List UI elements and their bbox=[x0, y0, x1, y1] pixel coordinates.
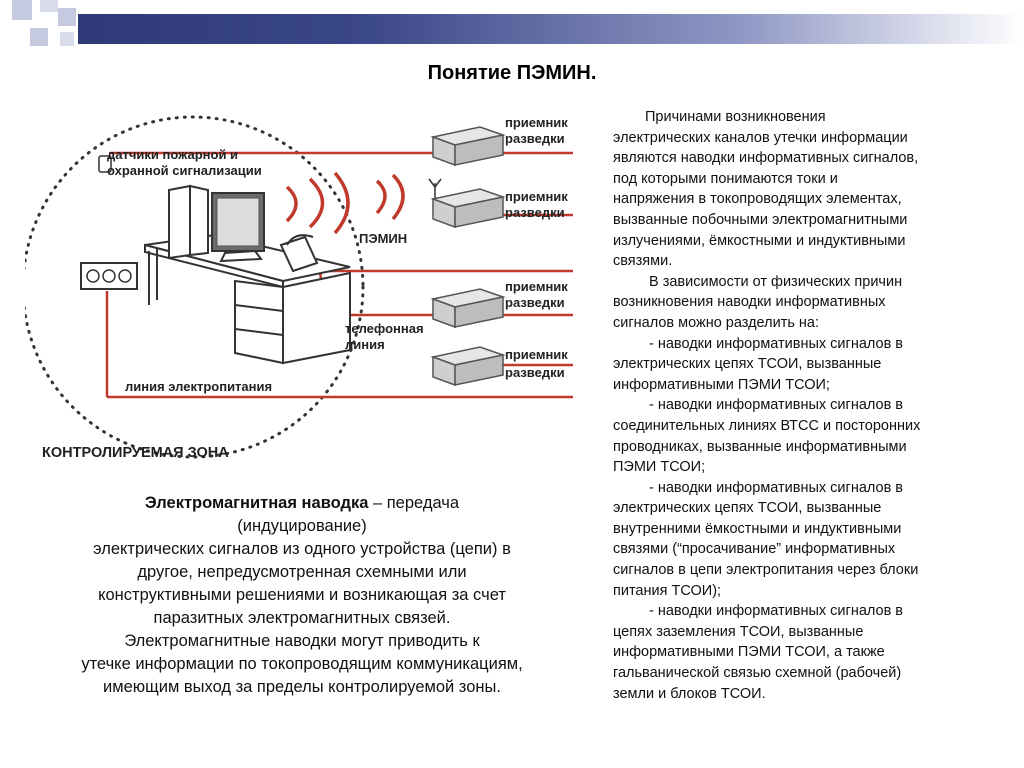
causes-line: сигналов можно разделить на: bbox=[613, 314, 820, 331]
causes-line: электрических цепях ТСОИ, вызванные bbox=[613, 356, 882, 373]
causes-line: информативными ПЭМИ ТСОИ, а также bbox=[613, 644, 885, 661]
receiver-label: разведки bbox=[505, 205, 565, 220]
definition-line: паразитных электромагнитных связей. bbox=[153, 609, 451, 627]
sensor-label: охранной сигнализации bbox=[107, 163, 262, 178]
signal-lines bbox=[105, 151, 573, 399]
causes-line: питания ТСОИ); bbox=[613, 582, 722, 599]
causes-line: - наводки информативных сигналов в bbox=[649, 335, 904, 352]
receiver-icon bbox=[430, 126, 506, 167]
causes-line: - наводки информативных сигналов в bbox=[649, 397, 904, 414]
causes-line: Причинами возникновения bbox=[645, 109, 826, 125]
header-square bbox=[12, 0, 32, 20]
definition-term: Электромагнитная наводка bbox=[144, 494, 369, 512]
header-decoration bbox=[0, 0, 1024, 48]
phone-icon bbox=[279, 234, 319, 273]
pemin-label: ПЭМИН bbox=[359, 231, 407, 246]
definition-line: Электромагнитные наводки могут приводить… bbox=[124, 632, 480, 650]
receiver-icon bbox=[430, 288, 506, 329]
header-square bbox=[58, 8, 76, 26]
pemin-diagram: датчики пожарной и охранной сигнализации… bbox=[25, 115, 573, 461]
causes-line: являются наводки информативных сигналов, bbox=[613, 150, 919, 167]
definition-term-tail: – передача bbox=[368, 494, 460, 512]
causes-line: сигналов в цепи электропитания через бло… bbox=[613, 562, 919, 579]
header-square bbox=[30, 28, 48, 46]
causes-text: Причинами возникновения электрических кан… bbox=[613, 107, 1013, 704]
definition-line: имеющим выход за пределы контролируемой … bbox=[103, 678, 501, 696]
definition-lines: (индуцирование) электрических сигналов из… bbox=[28, 515, 576, 699]
definition-line: электрических сигналов из одного устройс… bbox=[93, 540, 511, 558]
sensor-icon bbox=[98, 155, 112, 173]
definition-line: конструктивными решениями и возникающая … bbox=[98, 586, 506, 604]
causes-line: под которыми понимаются токи и bbox=[613, 170, 838, 187]
causes-line: возникновения наводки информативных bbox=[613, 294, 886, 311]
causes-line: проводниках, вызванные информативными bbox=[613, 438, 907, 455]
causes-line: электрических цепях ТСОИ, вызванные bbox=[613, 500, 882, 517]
receiver-label: приемник bbox=[505, 279, 568, 294]
causes-line: напряжения в токопроводящих элементах, bbox=[613, 191, 902, 208]
causes-line: В зависимости от физических причин bbox=[649, 273, 903, 290]
definition-line: Электромагнитная наводка – передача bbox=[28, 492, 576, 515]
sensor-label: датчики пожарной и bbox=[107, 147, 238, 162]
causes-line: связями (“просачивание” информативных bbox=[613, 541, 896, 558]
causes-line: излучениями, ёмкостными и индуктивными bbox=[613, 232, 906, 249]
definition-line: (индуцирование) bbox=[237, 517, 367, 535]
definition-line: утечке информации по токопроводящим комм… bbox=[81, 655, 523, 673]
receiver-label: приемник bbox=[505, 115, 568, 130]
header-band bbox=[78, 14, 1024, 44]
causes-line: гальванической связью схемной (рабочей) bbox=[613, 665, 902, 682]
phone-line-label: линия bbox=[345, 337, 385, 352]
phone-line-label: телефонная bbox=[345, 321, 424, 336]
receiver-label: приемник bbox=[505, 189, 568, 204]
receiver-icon bbox=[430, 188, 506, 229]
causes-line: информативными ПЭМИ ТСОИ; bbox=[613, 376, 830, 393]
receiver-icon bbox=[430, 346, 506, 387]
controlled-zone-label: КОНТРОЛИРУЕМАЯ ЗОНА bbox=[42, 445, 229, 461]
causes-line: цепях заземления ТСОИ, вызванные bbox=[613, 623, 864, 640]
slide-title: Понятие ПЭМИН. bbox=[427, 62, 597, 84]
causes-line: вызванные побочными электромагнитными bbox=[613, 211, 908, 228]
emission-waves bbox=[285, 171, 405, 235]
receiver-label: разведки bbox=[505, 131, 565, 146]
power-socket-icon bbox=[80, 262, 138, 290]
causes-line: земли и блоков ТСОИ. bbox=[613, 685, 766, 702]
causes-line: - наводки информативных сигналов в bbox=[649, 479, 904, 496]
computer-icon bbox=[168, 184, 265, 263]
header-square bbox=[40, 0, 58, 12]
causes-line: соединительных линиях ВТСС и посторонних bbox=[613, 417, 921, 434]
controlled-zone-boundary bbox=[25, 115, 365, 459]
causes-line: - наводки информативных сигналов в bbox=[649, 603, 904, 620]
receiver-label: разведки bbox=[505, 295, 565, 310]
causes-line: электрических каналов утечки информации bbox=[613, 129, 908, 146]
causes-line: ПЭМИ ТСОИ; bbox=[613, 459, 706, 476]
definition-line: другое, непредусмотренная схемными или bbox=[137, 563, 467, 581]
causes-line: связями. bbox=[613, 253, 673, 270]
receiver-label: разведки bbox=[505, 365, 565, 380]
causes-line: внутренними ёмкостными и индуктивными bbox=[613, 520, 902, 537]
header-square bbox=[60, 32, 74, 46]
receiver-label: приемник bbox=[505, 347, 568, 362]
definition-block: Электромагнитная наводка – передача (инд… bbox=[28, 492, 576, 699]
power-line-label: линия электропитания bbox=[125, 379, 272, 394]
